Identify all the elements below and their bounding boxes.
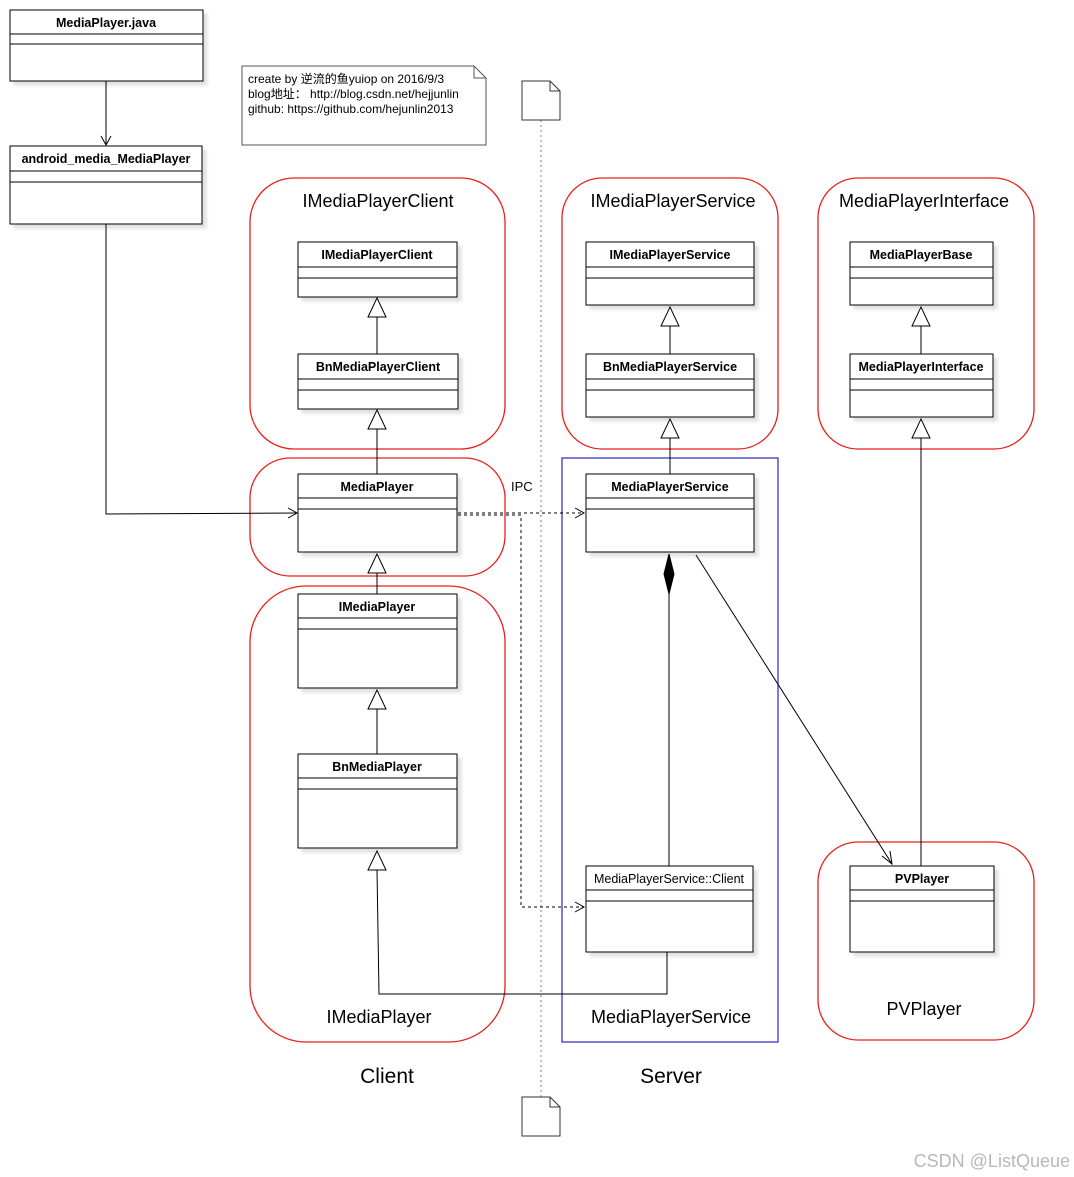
class-mediaplayer-java-name: MediaPlayer.java <box>56 16 157 30</box>
edge-client-inherits-bnmediaplayer <box>367 849 668 995</box>
class-bnmediaplayerclient: BnMediaPlayerClient <box>297 353 459 410</box>
edge-imediaplayer-to-mediaplayer <box>367 552 387 594</box>
class-android-media-mediaplayer-name: android_media_MediaPlayer <box>22 152 191 166</box>
class-mediaplayer-name: MediaPlayer <box>341 480 414 494</box>
class-imediaplayer-name: IMediaPlayer <box>339 600 416 614</box>
class-mediaplayerbase-name: MediaPlayerBase <box>870 248 973 262</box>
class-bnmediaplayer-name: BnMediaPlayer <box>332 760 422 774</box>
ipc-label: IPC <box>511 479 533 494</box>
class-mediaplayerservice-client-name: MediaPlayerService::Client <box>594 872 745 886</box>
class-mediaplayerbase: MediaPlayerBase <box>849 241 994 306</box>
class-mediaplayerservice: MediaPlayerService <box>585 473 755 553</box>
edge-bnmpservice-inherits-impservice <box>660 305 680 354</box>
edge-bnmediaplayer-inherits-imediaplayer <box>367 688 387 754</box>
edge-ipc-mediaplayer-to-service <box>458 507 586 519</box>
group-title-pvplayer: PVPlayer <box>886 999 961 1019</box>
edge-bnmpclient-inherits-impclient <box>367 296 387 354</box>
edge-pvplayer-inherits-mpinterface <box>911 417 931 866</box>
watermark: CSDN @ListQueue <box>914 1151 1070 1171</box>
client-label: Client <box>360 1065 414 1088</box>
class-mediaplayer: MediaPlayer <box>297 473 458 553</box>
group-mediaplayerinterface-frame <box>817 177 1035 450</box>
edge-mpservice-to-pvplayer <box>695 554 893 866</box>
class-bnmediaplayerservice: BnMediaPlayerService <box>585 353 755 418</box>
class-imediaplayerclient: IMediaPlayerClient <box>297 241 458 298</box>
class-bnmediaplayerservice-name: BnMediaPlayerService <box>603 360 737 374</box>
lifeline-bottom-doc-icon <box>521 1096 561 1137</box>
class-imediaplayerservice-name: IMediaPlayerService <box>610 248 731 262</box>
class-bnmediaplayerclient-name: BnMediaPlayerClient <box>316 360 441 374</box>
group-title-mediaplayerservice: MediaPlayerService <box>591 1007 751 1027</box>
edge-ipc-mediaplayer-to-client <box>458 514 586 913</box>
class-mediaplayerservice-client: MediaPlayerService::Client <box>585 865 754 953</box>
class-imediaplayer: IMediaPlayer <box>297 593 458 689</box>
edge-mpservice-inherits-bnmpservice <box>660 417 680 474</box>
note-line-3: github: https://github.com/hejunlin2013 <box>248 102 454 116</box>
group-pvplayer-frame <box>817 841 1035 1041</box>
edge-mpservice-composes-client <box>663 553 675 866</box>
group-title-imediaplayerservice: IMediaPlayerService <box>590 191 755 211</box>
author-note: create by 逆流的鱼yuiop on 2016/9/3 blog地址： … <box>241 65 487 146</box>
class-imediaplayerservice: IMediaPlayerService <box>585 241 755 306</box>
class-imediaplayerclient-name: IMediaPlayerClient <box>321 248 433 262</box>
class-bnmediaplayer: BnMediaPlayer <box>297 753 458 849</box>
class-pvplayer: PVPlayer <box>849 865 995 953</box>
class-mediaplayer-java: MediaPlayer.java <box>9 9 204 82</box>
class-android-media-mediaplayer: android_media_MediaPlayer <box>9 145 203 225</box>
server-label: Server <box>640 1065 702 1088</box>
class-pvplayer-name: PVPlayer <box>895 872 949 886</box>
group-title-imediaplayer: IMediaPlayer <box>326 1007 431 1027</box>
edge-java-to-jni <box>100 81 112 147</box>
class-mediaplayerinterface: MediaPlayerInterface <box>849 353 994 418</box>
edge-jni-to-mediaplayer <box>105 224 299 519</box>
note-line-2: blog地址： http://blog.csdn.net/hejjunlin <box>248 87 459 101</box>
group-title-mediaplayerinterface: MediaPlayerInterface <box>839 191 1009 211</box>
note-line-1: create by 逆流的鱼yuiop on 2016/9/3 <box>248 71 444 86</box>
group-title-imediaplayerclient: IMediaPlayerClient <box>302 191 453 211</box>
edge-mpinterface-inherits-mpbase <box>911 305 931 354</box>
edge-mediaplayer-inherits-bnmpclient <box>367 408 387 474</box>
class-mediaplayerinterface-name: MediaPlayerInterface <box>858 360 983 374</box>
class-mediaplayerservice-name: MediaPlayerService <box>611 480 728 494</box>
lifeline-top-doc-icon <box>521 80 561 121</box>
